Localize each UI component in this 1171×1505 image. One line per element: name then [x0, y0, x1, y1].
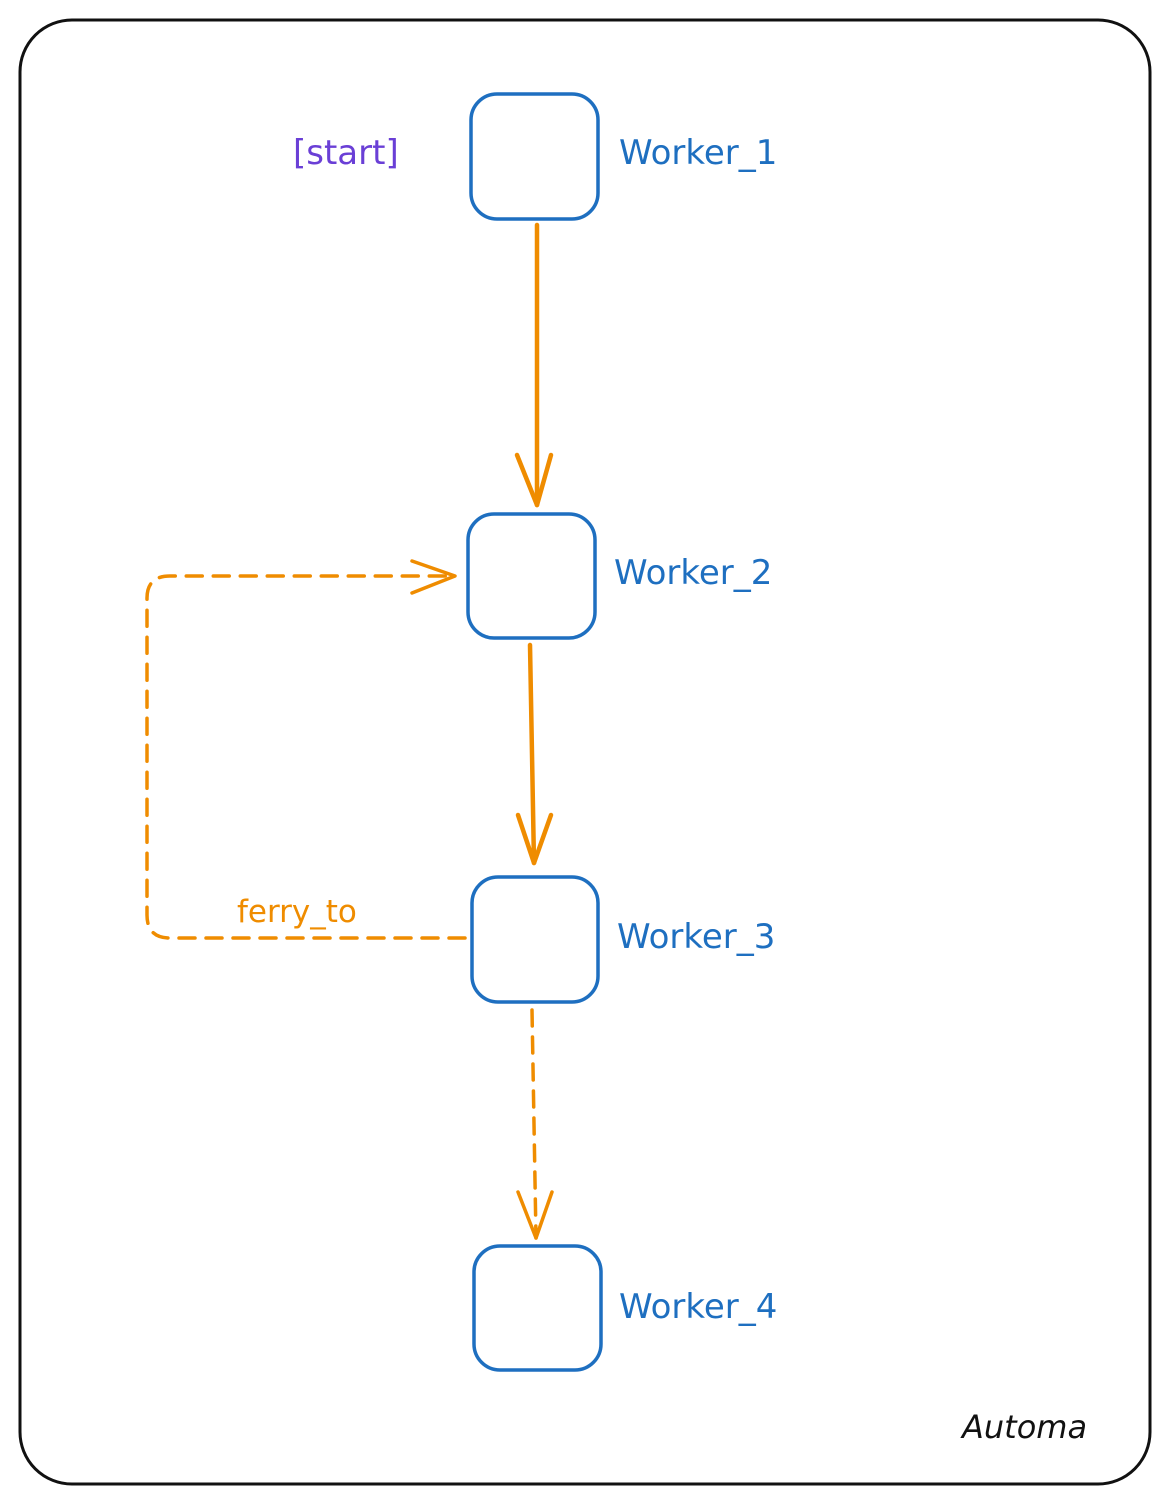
worker-2-label: Worker_2 [614, 553, 772, 593]
edge-worker1-to-worker2 [514, 222, 554, 508]
edge-worker3-ferry-to-worker2 [145, 559, 467, 940]
worker-4-label: Worker_4 [619, 1287, 777, 1327]
edge-worker3-to-worker4 [516, 1008, 554, 1240]
brand-label: Automa [960, 1408, 1087, 1446]
worker-3-label: Worker_3 [617, 917, 775, 957]
arrowhead-icon [516, 1190, 554, 1240]
arrowhead-icon [514, 452, 554, 508]
edge-worker2-to-worker3 [515, 642, 554, 866]
worker-3-node[interactable] [470, 875, 600, 1004]
arrowhead-icon [410, 559, 457, 595]
worker-1-node[interactable] [469, 92, 600, 221]
canvas-frame [18, 18, 1152, 1486]
worker-4-node[interactable] [472, 1244, 603, 1372]
worker-2-node[interactable] [466, 512, 597, 640]
ferry-to-edge-label: ferry_to [237, 894, 357, 930]
worker-1-label: Worker_1 [619, 133, 777, 173]
arrowhead-icon [515, 812, 554, 866]
start-marker-label: [start] [293, 133, 399, 173]
